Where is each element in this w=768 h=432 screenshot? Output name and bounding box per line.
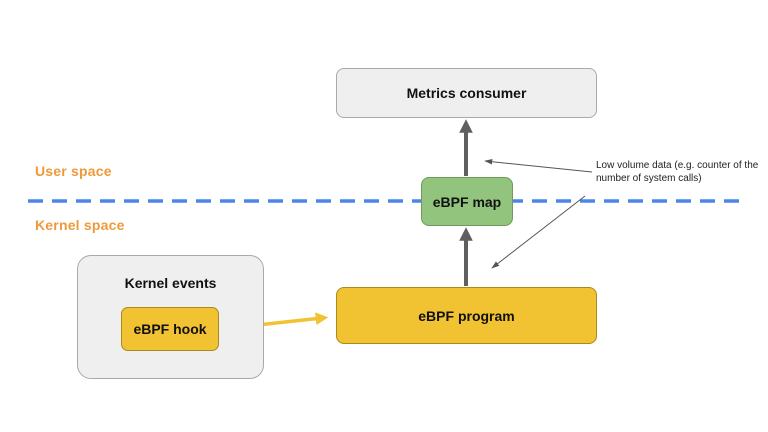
ebpf-program-box: eBPF program (336, 287, 597, 344)
annotation-pointer-lower (491, 195, 586, 269)
kernel-events-title: Kernel events (124, 275, 217, 291)
kernel-space-label: Kernel space (35, 217, 125, 233)
user-space-label: User space (35, 163, 112, 179)
low-volume-data-annotation: Low volume data (e.g. counter of the num… (596, 160, 759, 184)
ebpf-hook-box: eBPF hook (121, 307, 219, 351)
annotation-pointer-upper (484, 158, 593, 173)
metrics-consumer-box: Metrics consumer (336, 68, 597, 118)
ebpf-map-box: eBPF map (421, 177, 513, 226)
